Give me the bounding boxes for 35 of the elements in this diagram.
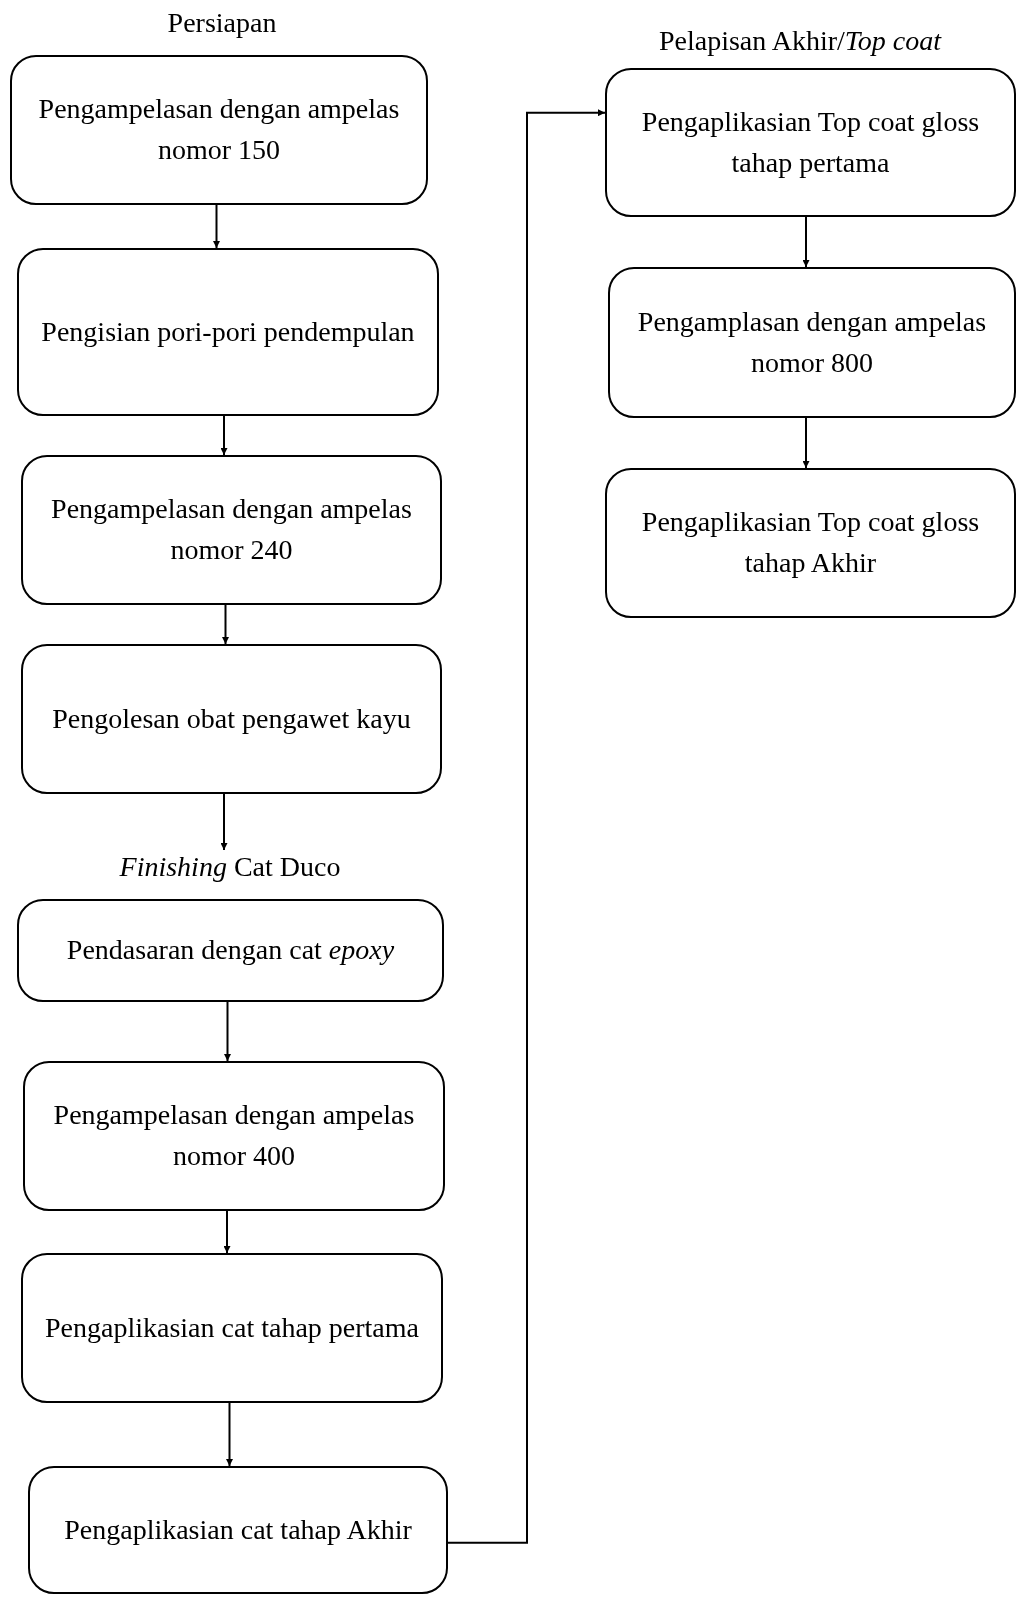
step-text: Pengamplasan dengan ampelas nomor 800 — [636, 304, 988, 380]
step-text: Pengampelasan dengan ampelas nomor 150 — [37, 92, 401, 167]
process-box — [17, 899, 444, 1002]
process-box — [608, 267, 1016, 418]
arrow — [220, 415, 228, 456]
step-text: Pengaplikasian cat tahap pertama — [45, 1310, 419, 1345]
arrow — [447, 109, 606, 1544]
arrow — [213, 204, 220, 249]
step-text: Pendasaran dengan cat epoxy — [66, 933, 395, 968]
step-text: Pengaplikasian Top coat gloss tahap Akhir — [640, 505, 981, 580]
step-text: Pengampelasan dengan ampelas nomor 400 — [52, 1098, 416, 1173]
step-text: Pengolesan obat pengawet kayu — [52, 701, 411, 736]
section-heading: Pelapisan Akhir/Top coat — [658, 24, 942, 58]
arrow — [226, 1402, 233, 1467]
process-box — [21, 455, 442, 605]
arrow — [223, 1210, 231, 1254]
step-text: Pengisian pori-pori pendempulan — [41, 315, 415, 350]
step-text: Pengampelasan dengan ampelas nomor 240 — [50, 492, 413, 567]
arrow — [224, 1001, 231, 1062]
arrow — [802, 216, 810, 268]
step-text: Pengaplikasian Top coat gloss tahap pertama — [640, 104, 981, 180]
process-box — [21, 644, 442, 794]
process-box — [23, 1061, 445, 1211]
section-heading: Finishing Cat Duco — [119, 850, 341, 884]
process-box — [605, 468, 1016, 618]
process-box — [605, 68, 1016, 217]
process-box — [21, 1253, 443, 1403]
process-box — [28, 1466, 448, 1594]
arrow — [802, 417, 810, 469]
step-text: Pengaplikasian cat tahap Akhir — [64, 1512, 412, 1547]
process-box — [10, 55, 428, 205]
process-box — [17, 248, 439, 416]
arrow — [222, 604, 229, 645]
arrow — [220, 793, 228, 851]
section-heading: Persiapan — [167, 6, 277, 40]
